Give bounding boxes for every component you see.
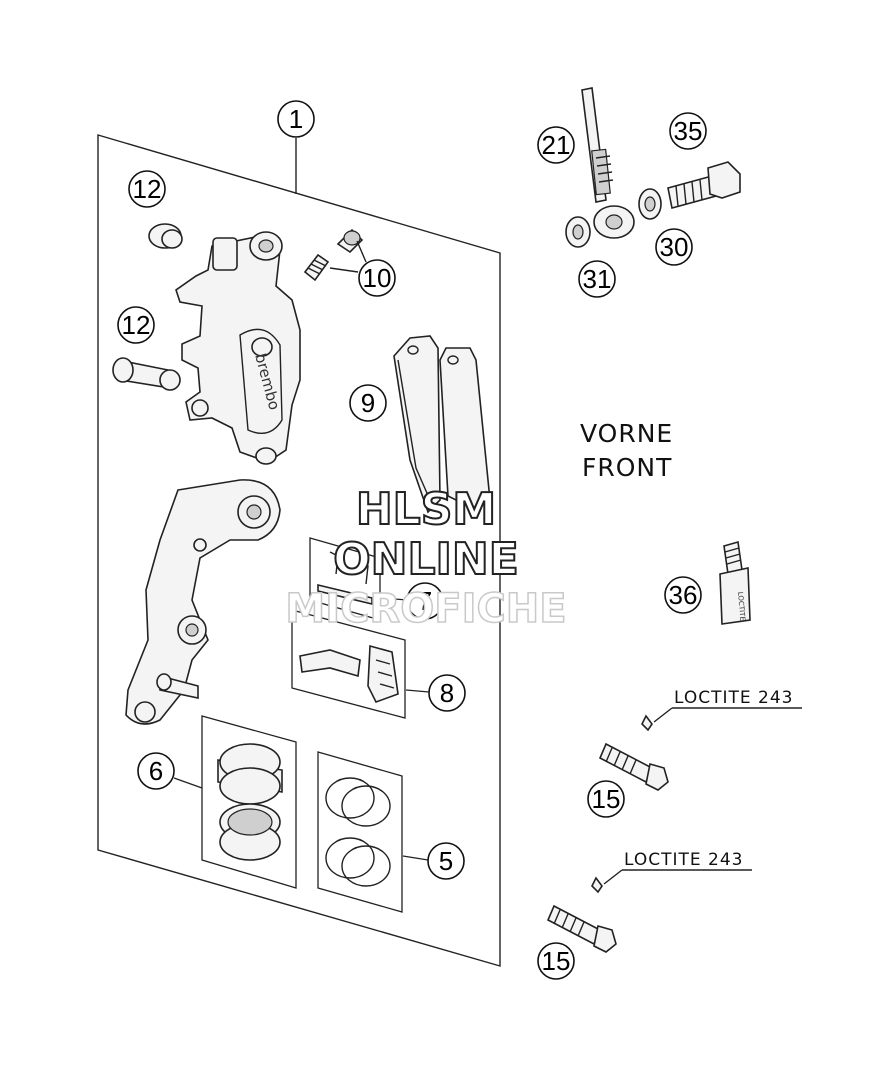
part-21-brake-line xyxy=(581,87,635,239)
assembly-panel xyxy=(97,134,501,967)
part-15-bolt-upper xyxy=(598,707,802,791)
svg-text:9: 9 xyxy=(361,388,375,418)
callout-9: 9 xyxy=(349,384,387,422)
callout-12-top: 12 xyxy=(128,170,166,208)
callout-8: 8 xyxy=(405,674,466,712)
part-31-washer xyxy=(565,216,591,248)
part-12-bleed-cap xyxy=(148,223,183,249)
callout-10: 10 xyxy=(358,259,396,297)
part-15-bolt-lower xyxy=(546,869,752,953)
callout-5: 5 xyxy=(402,842,465,880)
svg-text:1: 1 xyxy=(289,104,303,134)
svg-text:21: 21 xyxy=(542,130,571,160)
callout-31: 31 xyxy=(578,260,616,298)
callout-6: 6 xyxy=(137,752,203,790)
part-8-clip-box xyxy=(291,609,406,719)
part-6-pistons-box xyxy=(201,715,297,889)
label-front: FRONT xyxy=(582,453,672,482)
part-5-seals-box xyxy=(317,751,403,913)
svg-text:31: 31 xyxy=(583,264,612,294)
label-loctite-lower: LOCTITE 243 xyxy=(624,850,744,870)
callout-15-lower: 15 xyxy=(537,942,575,980)
svg-text:6: 6 xyxy=(149,756,163,786)
tube-label-text: LOCTITE xyxy=(736,591,747,621)
svg-text:5: 5 xyxy=(439,846,453,876)
callout-15-upper: 15 xyxy=(587,780,625,818)
svg-text:12: 12 xyxy=(133,174,162,204)
label-vorne: VORNE xyxy=(580,419,673,448)
caliper-bracket xyxy=(125,479,281,725)
brake-caliper-body: brembo xyxy=(175,231,301,465)
label-loctite-upper: LOCTITE 243 xyxy=(674,688,794,708)
svg-text:15: 15 xyxy=(542,946,571,976)
callout-7: 7 xyxy=(381,582,444,620)
part-36-loctite-tube: LOCTITE xyxy=(719,540,751,625)
svg-text:8: 8 xyxy=(440,678,454,708)
part-9-brake-pads xyxy=(393,335,491,514)
callout-1: 1 xyxy=(277,100,315,138)
callout-35: 35 xyxy=(669,112,707,150)
part-7-pin-box xyxy=(309,537,381,621)
callout-36: 36 xyxy=(664,576,702,614)
svg-text:36: 36 xyxy=(669,580,698,610)
svg-text:35: 35 xyxy=(674,116,703,146)
svg-text:10: 10 xyxy=(363,263,392,293)
part-12-guide-pin xyxy=(112,357,181,391)
part-10-bleed-screw xyxy=(303,228,367,282)
part-35-banjo-bolt xyxy=(667,161,741,209)
svg-text:12: 12 xyxy=(122,310,151,340)
svg-text:15: 15 xyxy=(592,784,621,814)
callout-30: 30 xyxy=(655,228,693,266)
callout-12-middle: 12 xyxy=(117,306,155,344)
part-30-washer xyxy=(638,188,662,220)
callout-21: 21 xyxy=(537,126,575,164)
svg-text:30: 30 xyxy=(660,232,689,262)
svg-text:7: 7 xyxy=(418,586,432,616)
